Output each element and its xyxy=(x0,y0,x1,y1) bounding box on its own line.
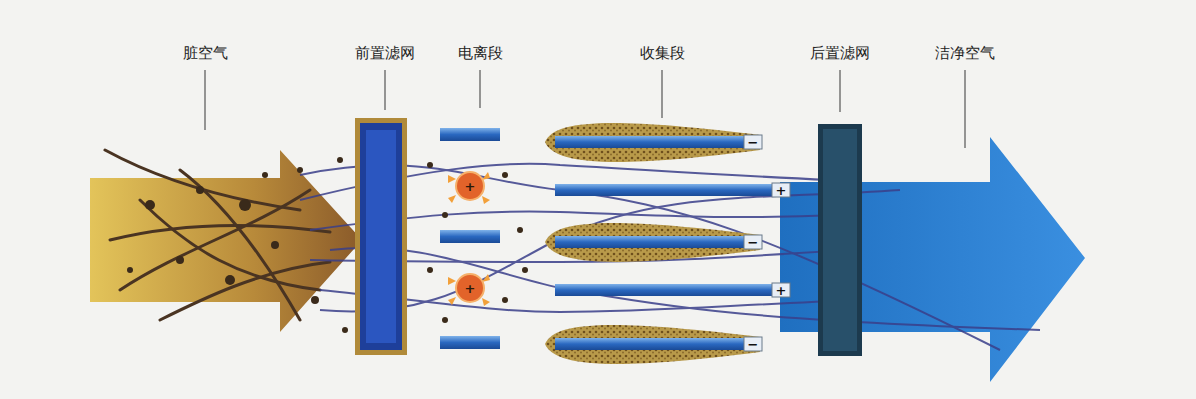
part-label: 电离段 xyxy=(458,44,503,62)
part-label: 脏空气 xyxy=(183,44,228,62)
part-label: 收集段 xyxy=(640,44,685,62)
part-label: 前置滤网 xyxy=(355,44,415,62)
part-label: 后置滤网 xyxy=(810,44,870,62)
ion-charge: + xyxy=(465,282,476,295)
plate-polarity: + xyxy=(776,184,787,197)
plate-polarity: − xyxy=(748,136,759,149)
plate-polarity: − xyxy=(748,338,759,351)
plate-polarity: + xyxy=(776,284,787,297)
plate-polarity: − xyxy=(748,236,759,249)
ion-charge: + xyxy=(465,180,476,193)
part-label: 洁净空气 xyxy=(935,44,995,62)
